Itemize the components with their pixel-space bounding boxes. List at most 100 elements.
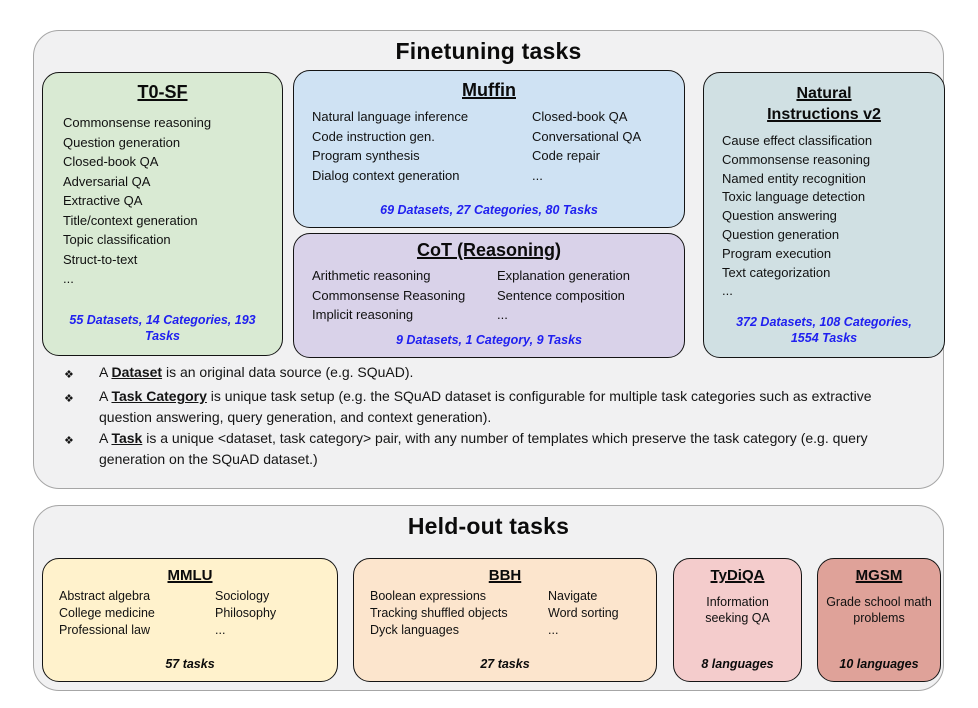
bbh-task-count: 27 tasks (480, 657, 530, 671)
mgsm-description: Grade school math problems (826, 595, 932, 625)
list-item: Closed-book QA (532, 109, 628, 124)
diamond-bullet-icon: ❖ (64, 369, 74, 381)
niv2-stats: 372 Datasets, 108 Categories, 1554 Tasks (736, 315, 912, 345)
list-item: Implicit reasoning (312, 307, 414, 322)
t0sf-title: T0-SF (137, 82, 188, 102)
muffin-stats: 69 Datasets, 27 Categories, 80 Tasks (380, 202, 598, 217)
list-item: Dyck languages (370, 623, 459, 637)
list-item: Question generation (722, 226, 840, 242)
note-rest: is an original data source (e.g. SQuAD). (162, 364, 414, 380)
list-item: ... (215, 623, 226, 637)
list-item: Title/context generation (63, 212, 198, 228)
list-item: ... (497, 307, 508, 322)
list-item: ... (722, 283, 733, 299)
list-item: Program execution (722, 245, 832, 261)
tydiqa-title: TyDiQA (710, 567, 765, 584)
list-item: Named entity recognition (722, 170, 866, 186)
list-item: Program synthesis (312, 148, 420, 163)
list-item: Conversational QA (532, 128, 642, 144)
cot-title: CoT (Reasoning) (417, 240, 561, 260)
mgsm-title: MGSM (855, 567, 903, 584)
niv2-title: Natural Instructions v2 (767, 85, 881, 123)
note-task-category: ❖ A Task Category is unique task setup (… (64, 386, 922, 428)
list-item: Code instruction gen. (312, 128, 435, 144)
note-term: Dataset (111, 364, 163, 380)
tydiqa-description: Information seeking QA (705, 595, 770, 625)
muffin-column-2: Closed-book QA Conversational QA Code repa… (532, 107, 641, 185)
niv2-box: Natural Instructions v2 Cause effect cla… (703, 72, 945, 358)
list-item: Abstract algebra (59, 589, 151, 603)
mmlu-task-count: 57 tasks (165, 657, 215, 671)
note-prefix: A (99, 388, 112, 404)
t0sf-stats: 55 Datasets, 14 Categories, 193 Tasks (69, 313, 256, 343)
diamond-bullet-icon: ❖ (64, 393, 74, 405)
list-item: Sociology (215, 589, 270, 603)
list-item: Tracking shuffled objects (370, 606, 508, 620)
list-item: Natural language inference (312, 109, 469, 124)
finetuning-panel-title: Finetuning tasks (395, 38, 582, 64)
mgsm-language-count: 10 languages (839, 657, 919, 671)
list-item: Explanation generation (497, 268, 630, 283)
note-task: ❖ A Task is a unique <dataset, task cate… (64, 428, 922, 470)
muffin-title: Muffin (462, 80, 516, 100)
note-dataset: ❖ A Dataset is an original data source (… (64, 362, 922, 386)
tydiqa-language-count: 8 languages (701, 657, 774, 671)
list-item: Navigate (548, 589, 598, 603)
note-rest: is unique task setup (e.g. the SQuAD dat… (99, 388, 872, 425)
heldout-panel-title: Held-out tasks (407, 513, 570, 539)
list-item: Adversarial QA (63, 173, 151, 189)
list-item: Extractive QA (63, 193, 143, 208)
list-item: Dialog context generation (312, 167, 460, 183)
list-item: Cause effect classification (722, 133, 873, 148)
mmlu-title: MMLU (167, 567, 213, 584)
list-item: Commonsense reasoning (722, 151, 871, 167)
list-item: ... (532, 167, 543, 183)
mgsm-box: MGSM Grade school math problems 10 langu… (817, 558, 941, 682)
note-prefix: A (99, 364, 112, 380)
note-term: Task (111, 430, 143, 446)
note-task-category-text: A Task Category is unique task setup (e.… (99, 386, 922, 428)
cot-stats: 9 Datasets, 1 Category, 9 Tasks (396, 332, 582, 347)
list-item: Closed-book QA (63, 154, 159, 169)
list-item: Arithmetic reasoning (312, 268, 431, 283)
list-item: Toxic language detection (722, 189, 866, 205)
diamond-bullet-icon: ❖ (64, 435, 74, 447)
definition-notes: ❖ A Dataset is an original data source (… (64, 362, 922, 470)
list-item: Question answering (722, 208, 837, 224)
list-item: Word sorting (548, 606, 619, 620)
note-term: Task Category (111, 388, 207, 404)
list-item: Commonsense Reasoning (312, 287, 466, 303)
list-item: Boolean expressions (370, 589, 487, 603)
bbh-title: BBH (488, 567, 522, 584)
list-item: Text categorization (722, 264, 831, 280)
list-item: Question generation (63, 134, 181, 150)
list-item: ... (63, 271, 74, 286)
list-item: Struct-to-text (63, 251, 138, 267)
list-item: College medicine (59, 606, 155, 620)
note-task-text: A Task is a unique <dataset, task catego… (99, 428, 922, 470)
list-item: Code repair (532, 148, 600, 163)
list-item: Commonsense reasoning (63, 115, 212, 130)
list-item: Philosophy (215, 606, 277, 620)
note-rest: is a unique <dataset, task category> pai… (99, 430, 868, 467)
list-item: Topic classification (63, 232, 171, 247)
note-prefix: A (99, 430, 112, 446)
list-item: Sentence composition (497, 287, 625, 303)
note-dataset-text: A Dataset is an original data source (e.… (99, 362, 922, 386)
list-item: Professional law (59, 623, 151, 637)
